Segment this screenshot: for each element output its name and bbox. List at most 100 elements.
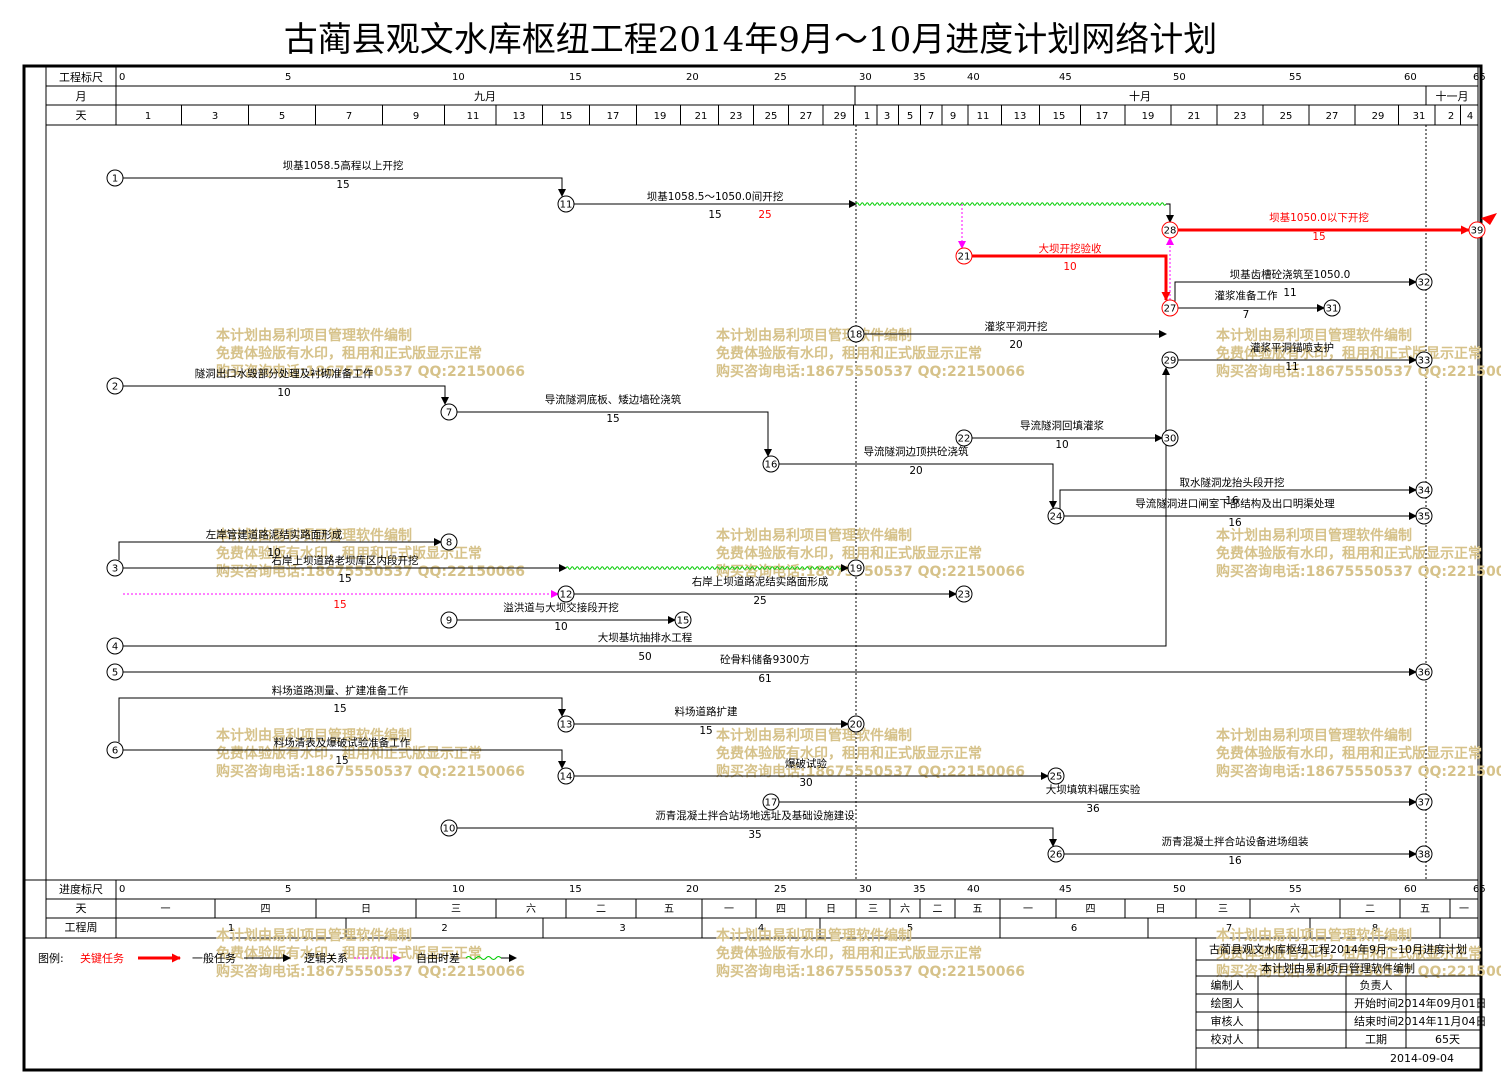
event-node: 36 [1415, 663, 1433, 681]
task-name: 大坝基坑抽排水工程 [598, 631, 693, 644]
event-node-number: 4 [112, 642, 118, 653]
event-node: 38 [1415, 845, 1433, 863]
week-cell-label: 3 [619, 923, 625, 934]
legend-float-label: 自由时差 [416, 951, 460, 965]
event-node-circle [106, 169, 124, 187]
event-node: 6 [106, 741, 124, 759]
weekday-cell-label: 六 [1290, 903, 1300, 915]
task-name: 右岸上坝道路泥结实路面形成 [692, 575, 829, 588]
event-node-number: 28 [1164, 226, 1177, 237]
event-node: 39 [1468, 221, 1486, 239]
weekday-cell-label: 三 [868, 904, 878, 915]
task-arrow [123, 385, 449, 405]
day-cell-label: 7 [346, 111, 352, 122]
legend-general-label: 一般任务 [192, 952, 236, 965]
event-node-circle [440, 403, 458, 421]
info-end-value: 2014年11月04日 [1398, 1014, 1487, 1028]
week-cell-label: 7 [1226, 923, 1232, 934]
footer-day-label: 天 [76, 902, 87, 915]
day-cell-label: 5 [279, 111, 285, 122]
event-node: 33 [1415, 351, 1433, 369]
day-cell-label: 9 [950, 111, 956, 122]
task-arrow [123, 749, 566, 769]
task-name: 料场道路测量、扩建准备工作 [272, 684, 409, 697]
task-name: 料场道路扩建 [675, 705, 738, 718]
task-duration: 16 [1225, 495, 1239, 507]
event-node-number: 35 [1418, 512, 1431, 523]
progress-tick-label: 10 [452, 884, 465, 895]
task-name: 砼骨料储备9300方 [720, 653, 810, 666]
event-node-circle [440, 611, 458, 629]
info-end-label: 结束时间 [1354, 1015, 1398, 1028]
task-arrow [123, 367, 1170, 647]
day-cell-label: 19 [1142, 111, 1155, 122]
event-node-number: 19 [850, 564, 863, 575]
task-arrow [118, 538, 442, 560]
watermark-line: 本计划由易利项目管理软件编制 [716, 327, 912, 344]
free-float-wavy [565, 566, 847, 570]
task-name: 坝基1058.5高程以上开挖 [283, 159, 404, 172]
event-node-number: 27 [1164, 304, 1177, 315]
event-node-number: 21 [958, 252, 971, 263]
event-node-number: 5 [112, 668, 118, 679]
day-cell-label: 2 [1448, 111, 1454, 122]
progress-tick-label: 45 [1059, 884, 1072, 895]
watermark-line: 购买咨询电话:18675550537 QQ:22150066 [1216, 763, 1501, 780]
event-node-number: 16 [765, 460, 778, 471]
day-cell-label: 1 [145, 111, 151, 122]
task-arrow [1174, 278, 1417, 302]
scale-tick-label: 50 [1173, 72, 1186, 83]
day-cell-label: 31 [1413, 111, 1426, 122]
watermark-line: 购买咨询电话:18675550537 QQ:22150066 [716, 363, 1025, 380]
watermark-line: 本计划由易利项目管理软件编制 [216, 527, 412, 544]
watermark-line: 免费体验版有水印，租用和正式版显示正常 [1216, 545, 1482, 562]
task-duration: 15 [338, 573, 351, 585]
info-drafter-label: 绘图人 [1211, 996, 1244, 1010]
watermark-line: 本计划由易利项目管理软件编制 [216, 727, 412, 744]
task-name: 爆破试验 [785, 757, 827, 770]
day-cell-label: 27 [1326, 111, 1339, 122]
day-cell-label: 3 [212, 111, 218, 122]
scale-tick-label: 45 [1059, 72, 1072, 83]
task-duration: 11 [1285, 361, 1298, 373]
watermark-line: 免费体验版有水印，租用和正式版显示正常 [216, 545, 482, 562]
watermark-line: 免费体验版有水印，租用和正式版显示正常 [216, 745, 482, 762]
event-node-circle [1415, 507, 1433, 525]
event-node-circle [1047, 845, 1065, 863]
event-node: 32 [1415, 273, 1433, 291]
month-november: 十一月 [1436, 89, 1469, 103]
scale-tick-label: 35 [913, 72, 926, 83]
event-node-number: 17 [765, 798, 778, 809]
event-node-number: 26 [1050, 850, 1063, 861]
weekday-cell-label: 四 [776, 904, 786, 915]
info-start-value: 2014年09月01日 [1398, 996, 1487, 1010]
event-node: 16 [762, 455, 780, 473]
info-block [1195, 938, 1481, 1070]
day-cell-label: 11 [467, 111, 480, 122]
task-name: 大坝填筑料碾压实验 [1046, 783, 1141, 796]
day-cell-label: 23 [730, 111, 743, 122]
month-label: 月 [76, 90, 87, 103]
watermark-line: 本计划由易利项目管理软件编制 [716, 727, 912, 744]
day-cell-label: 27 [800, 111, 813, 122]
event-node: 5 [106, 663, 124, 681]
day-cell-label: 11 [977, 111, 990, 122]
day-cell-label: 21 [695, 111, 708, 122]
event-node-number: 36 [1418, 668, 1431, 679]
task-duration: 15 [336, 179, 349, 191]
event-node-number: 32 [1418, 278, 1431, 289]
event-node: 21 [955, 247, 973, 265]
weekday-cell-label: 一 [1023, 904, 1033, 915]
event-node-circle [557, 767, 575, 785]
event-node: 34 [1415, 481, 1433, 499]
event-node-circle [106, 559, 124, 577]
day-label: 天 [76, 109, 87, 122]
task-duration: 15 [335, 755, 348, 767]
event-node-circle [1323, 299, 1341, 317]
watermark-line: 免费体验版有水印，租用和正式版显示正常 [716, 345, 982, 362]
legend-logic-label: 逻辑关系 [304, 951, 348, 965]
task-duration: 15 [606, 413, 619, 425]
event-node: 8 [440, 533, 458, 551]
legend-critical-label: 关键任务 [80, 951, 124, 965]
event-node: 12 [557, 585, 575, 603]
